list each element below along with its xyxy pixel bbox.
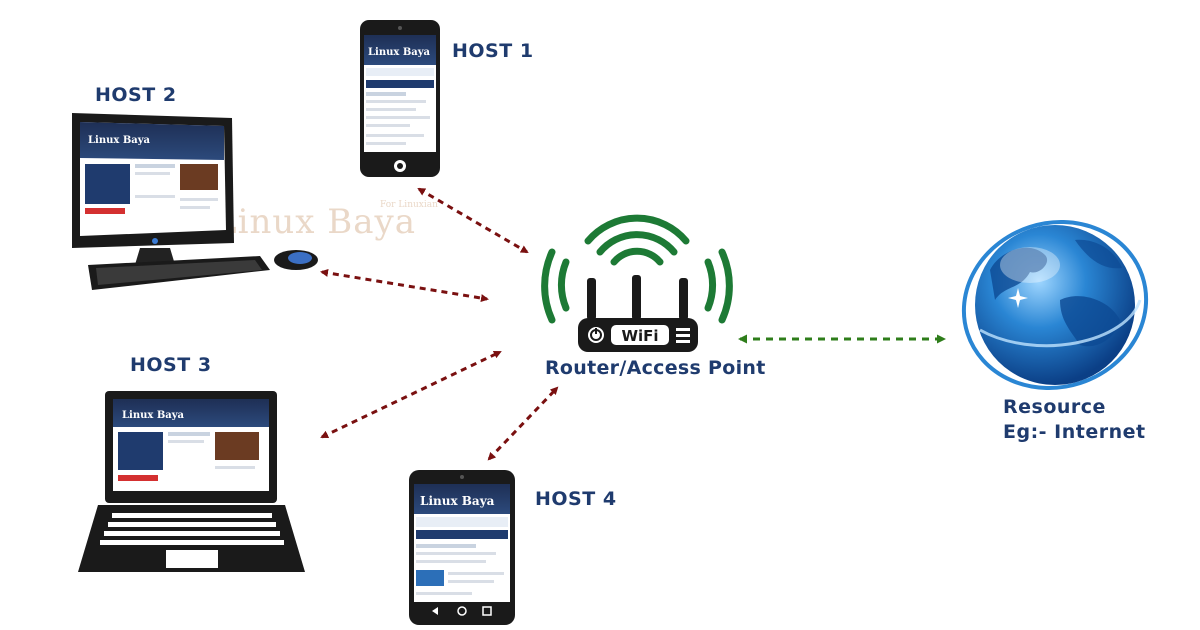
connections: [320, 187, 946, 461]
link-host3-router: [320, 350, 502, 439]
mouse-icon: [274, 250, 318, 270]
host1-label: HOST 1: [452, 40, 534, 62]
watermark: Linux Baya: [214, 202, 416, 242]
host2-label: HOST 2: [95, 84, 177, 106]
link-host1-router: [417, 187, 529, 254]
link-host2-router: [320, 269, 489, 302]
desktop-computer-icon: Linux Baya: [72, 113, 270, 290]
resource-label: Resource: [1003, 396, 1106, 418]
host3-label: HOST 3: [130, 354, 212, 376]
wifi-badge: WiFi: [621, 327, 658, 345]
svg-text:Linux Baya: Linux Baya: [368, 47, 431, 58]
globe-icon: [961, 219, 1149, 391]
router-label: Router/Access Point: [545, 357, 766, 379]
svg-text:Linux Baya: Linux Baya: [420, 494, 495, 508]
smartphone-icon: Linux Baya: [360, 20, 440, 177]
host4-label: HOST 4: [535, 488, 617, 510]
watermark-subtitle: For Linuxian: [380, 200, 438, 210]
link-host4-router: [487, 386, 559, 461]
wifi-router-icon: WiFi: [541, 214, 733, 352]
laptop-icon: Linux Baya: [78, 391, 305, 572]
svg-text:Linux Baya: Linux Baya: [122, 410, 185, 421]
resource-example-label: Eg:- Internet: [1003, 421, 1146, 443]
svg-text:Linux Baya: Linux Baya: [88, 135, 151, 146]
smartphone-icon: Linux Baya: [409, 470, 515, 625]
